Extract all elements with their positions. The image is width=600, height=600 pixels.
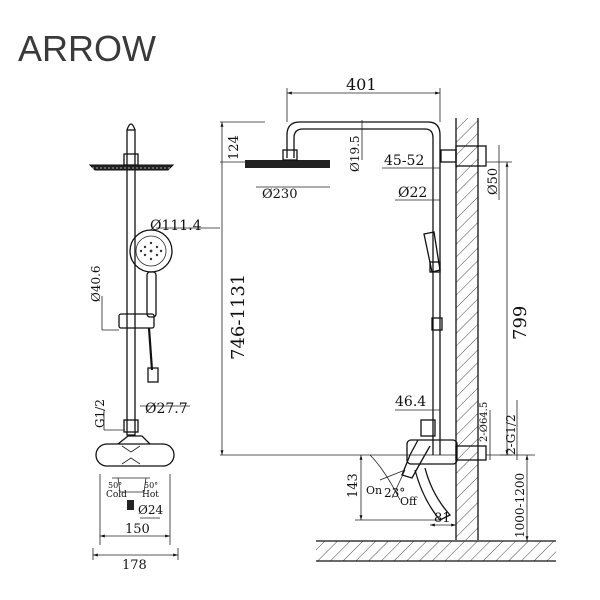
wall-hatch [456,118,478,540]
dim-746-1131: 746-1131 [228,274,249,360]
slide-holder [118,313,155,329]
label-hot: Hot [142,490,159,500]
dim-799: 799 [510,306,531,340]
dim-64-5: 2-Ø64.5 [479,402,490,442]
spout-outlet [127,500,134,510]
dim-22: Ø22 [398,185,427,201]
dim-hand-shower: Ø111.4 [150,218,202,234]
dim-pipe-dia: Ø27.7 [145,401,188,417]
dim-width-150: 150 [125,522,150,537]
dim-inlet-g12: G1/2 [93,399,107,428]
dim-slider: Ø40.6 [89,265,103,302]
dim-143: 143 [346,473,361,498]
front-view [88,123,220,560]
dim-81: 81 [434,511,451,526]
angle-hot: 50° [144,481,158,490]
label-off: Off [400,495,418,508]
dim-124: 124 [227,135,242,160]
mixer-side [406,439,458,465]
mixer-body [95,443,175,467]
dim-45-52: 45-52 [384,153,424,169]
label-on: On [366,484,382,497]
dim-19-5: Ø19.5 [348,135,362,172]
side-view [245,118,556,562]
dim-head-230: Ø230 [262,187,297,202]
dim-1000-1200: 1000-1200 [513,473,527,538]
dim-2-g12: 2-G1/2 [504,414,518,455]
riser-pipe [126,129,136,436]
dim-50: Ø50 [486,168,501,195]
floor-hatch [316,541,556,561]
dim-spout: Ø24 [138,503,163,517]
hand-shower-handle [146,271,157,318]
angle-cold: 50° [108,481,122,490]
dim-46-4: 46.4 [395,394,426,410]
brand-logo: ARROW [18,28,156,69]
label-cold: Cold [106,490,127,500]
dim-width-178: 178 [122,558,147,573]
dim-arm-401: 401 [346,75,377,94]
angle-23: 23° [384,486,405,500]
